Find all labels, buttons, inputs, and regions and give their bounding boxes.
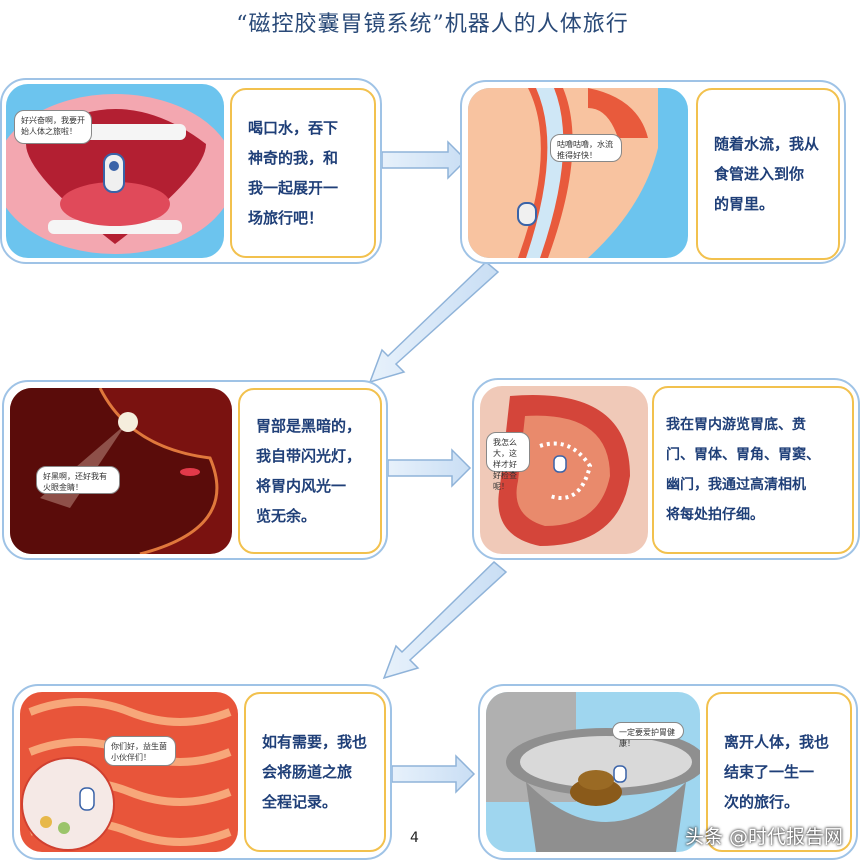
watermark: 头条 @时代报告网 [684,826,843,848]
story-line: 会将肠道之旅 [262,763,353,781]
page-title: “磁控胶囊胃镜系统”机器人的人体旅行 [236,12,629,37]
story-line: 的胃里。 [714,195,775,213]
story-line: 幽门，我通过高清相机 [666,477,806,493]
dark-stomach-illustration: 好黑啊，还好我有火眼金睛！ [10,388,232,554]
diagonal-arrow-icon [382,560,508,680]
story-line: 我在胃内游览胃底、贲 [666,417,806,433]
story-line: 神奇的我，和 [248,149,339,167]
story-text-5: 如有需要，我也 会将肠道之旅 全程记录。 [244,692,386,852]
right-arrow-icon [391,754,476,794]
story-line: 门、胃体、胃角、胃窦、 [666,447,820,463]
speech-bubble: 好黑啊，还好我有火眼金睛！ [36,466,120,494]
story-line: 我一起展开一 [248,179,339,197]
story-line: 全程记录。 [262,793,338,811]
story-text-1: 喝口水，吞下 神奇的我，和 我一起展开一 场旅行吧！ [230,88,376,258]
story-line: 览无余。 [256,507,317,525]
story-line: 将胃内风光一 [256,477,347,495]
speech-bubble: 一定要爱护胃健康！ [612,722,684,748]
story-text-3: 胃部是黑暗的， 我自带闪光灯， 将胃内风光一 览无余。 [238,388,382,554]
story-line: 结束了一生一 [724,763,815,781]
story-line: 食管进入到你 [714,165,805,183]
story-panel-3: 好黑啊，还好我有火眼金睛！ 胃部是黑暗的， 我自带闪光灯， 将胃内风光一 览无余… [2,380,388,560]
story-line: 我自带闪光灯， [256,447,362,465]
right-arrow-icon [387,448,472,488]
esophagus-illustration: 咕噜咕噜，水流推得好快！ [468,88,688,258]
speech-bubble: 我怎么大，这样才好好检查呢！ [486,432,530,491]
page-number: 4 [410,830,419,846]
speech-bubble: 你们好，益生菌小伙伴们！ [104,736,176,766]
story-panel-4: 我怎么大，这样才好好检查呢！ 我在胃内游览胃底、贲 门、胃体、胃角、胃窦、 幽门… [472,378,860,560]
story-line: 胃部是黑暗的， [256,417,362,435]
story-line: 随着水流，我从 [714,135,820,153]
mouth-illustration: 好兴奋啊，我要开始人体之旅啦！ [6,84,224,258]
stomach-tour-illustration: 我怎么大，这样才好好检查呢！ [480,386,648,554]
story-line: 将每处拍仔细。 [666,507,764,523]
story-panel-1: 好兴奋啊，我要开始人体之旅啦！ 喝口水，吞下 神奇的我，和 我一起展开一 场旅行… [0,78,382,264]
story-panel-5: 你们好，益生菌小伙伴们！ 如有需要，我也 会将肠道之旅 全程记录。 [12,684,392,860]
toilet-illustration: 一定要爱护胃健康！ [486,692,700,852]
speech-bubble: 咕噜咕噜，水流推得好快！ [550,134,622,162]
speech-bubble: 好兴奋啊，我要开始人体之旅啦！ [14,110,92,144]
story-text-6: 离开人体，我也 结束了一生一 次的旅行。 [706,692,852,852]
right-arrow-icon [381,140,468,180]
story-panel-2: 咕噜咕噜，水流推得好快！ 随着水流，我从 食管进入到你 的胃里。 [460,80,846,264]
story-line: 如有需要，我也 [262,733,368,751]
story-line: 喝口水，吞下 [248,119,339,137]
intestine-illustration: 你们好，益生菌小伙伴们！ [20,692,238,852]
story-panel-6: 一定要爱护胃健康！ 离开人体，我也 结束了一生一 次的旅行。 [478,684,858,860]
story-line: 场旅行吧！ [248,209,324,227]
story-line: 次的旅行。 [724,793,800,811]
story-text-4: 我在胃内游览胃底、贲 门、胃体、胃角、胃窦、 幽门，我通过高清相机 将每处拍仔细… [652,386,854,554]
story-text-2: 随着水流，我从 食管进入到你 的胃里。 [696,88,840,260]
diagonal-arrow-icon [368,260,500,384]
story-line: 离开人体，我也 [724,733,830,751]
